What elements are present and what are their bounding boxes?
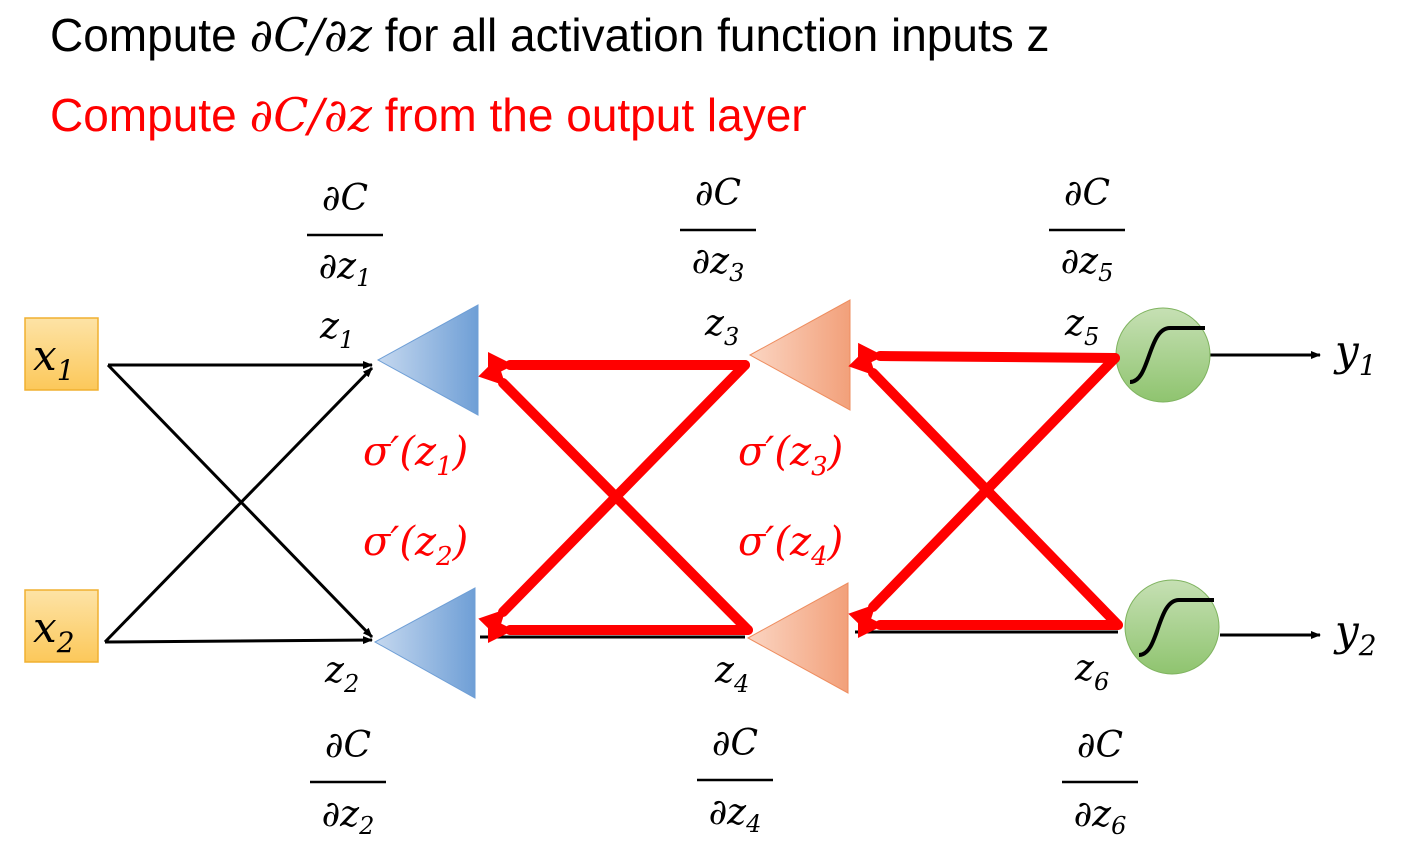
sigma-prime-z1: σ′(z1) bbox=[363, 429, 468, 482]
svg-text:∂C: ∂C bbox=[1064, 173, 1110, 214]
neuron-z2 bbox=[373, 587, 476, 699]
derivative-z3: ∂C ∂z3 bbox=[680, 173, 756, 287]
input-node-x1 bbox=[24, 317, 99, 391]
neuron-z1 bbox=[376, 304, 479, 416]
sigmoid-icon bbox=[1129, 326, 1205, 384]
svg-text:∂z1: ∂z1 bbox=[319, 246, 372, 292]
derivative-z2: ∂C ∂z2 bbox=[310, 725, 386, 840]
svg-text:∂z4: ∂z4 bbox=[709, 792, 762, 838]
z-label: z2 bbox=[324, 650, 359, 698]
svg-text:∂z2: ∂z2 bbox=[322, 794, 375, 840]
output-label-y1: y1 bbox=[1333, 326, 1377, 382]
svg-text:∂C: ∂C bbox=[325, 725, 371, 766]
title-line-2: Compute ∂C/∂z from the output layer bbox=[50, 88, 807, 142]
z-label: z3 bbox=[704, 303, 739, 351]
title-math: ∂C/∂z bbox=[249, 8, 372, 62]
input-label-x2: x2 bbox=[33, 603, 75, 659]
svg-text:∂z5: ∂z5 bbox=[1061, 241, 1114, 287]
derivative-z4: ∂C ∂z4 bbox=[697, 723, 773, 838]
title-text: from the output layer bbox=[371, 89, 807, 141]
edge bbox=[103, 366, 374, 644]
backprop-arrow bbox=[857, 342, 1120, 369]
z-label: z6 bbox=[1074, 648, 1109, 696]
title-math: ∂C/∂z bbox=[249, 88, 372, 142]
derivative-z5: ∂C ∂z5 bbox=[1049, 173, 1125, 287]
z-label: z5 bbox=[1064, 303, 1099, 351]
title-line-1: Compute ∂C/∂z for all activation functio… bbox=[50, 8, 1050, 62]
svg-text:∂C: ∂C bbox=[322, 178, 368, 219]
output-neuron-2 bbox=[1124, 579, 1220, 675]
output-label-y2: y2 bbox=[1333, 606, 1377, 662]
svg-text:∂z6: ∂z6 bbox=[1074, 794, 1127, 840]
edge bbox=[104, 636, 373, 645]
svg-text:∂C: ∂C bbox=[695, 173, 741, 214]
output-neuron-1 bbox=[1115, 307, 1211, 403]
sigma-prime-z4: σ′(z4) bbox=[738, 519, 843, 572]
svg-text:∂C: ∂C bbox=[712, 723, 758, 764]
title-text: for all activation function inputs z bbox=[371, 9, 1050, 61]
neuron-z3 bbox=[748, 299, 851, 411]
backprop-arrow bbox=[478, 360, 750, 637]
z-label: z1 bbox=[319, 306, 354, 354]
svg-text:∂z3: ∂z3 bbox=[692, 241, 745, 287]
edge bbox=[106, 363, 374, 639]
neuron-z4 bbox=[746, 582, 849, 694]
derivative-z6: ∂C ∂z6 bbox=[1062, 725, 1138, 840]
svg-text:∂C: ∂C bbox=[1077, 725, 1123, 766]
title-text: Compute bbox=[50, 89, 250, 141]
z-label: z4 bbox=[714, 650, 749, 698]
backprop-arrow bbox=[848, 348, 1123, 630]
backprop-arrow bbox=[848, 353, 1120, 632]
derivative-z1: ∂C ∂z1 bbox=[307, 178, 383, 292]
title-text: Compute bbox=[50, 9, 250, 61]
backprop-arrow bbox=[478, 358, 753, 635]
sigmoid-icon bbox=[1138, 598, 1214, 657]
input-node-x2 bbox=[24, 589, 99, 663]
sigma-prime-z3: σ′(z3) bbox=[738, 429, 843, 482]
sigma-prime-z2: σ′(z2) bbox=[363, 519, 468, 572]
input-label-x1: x1 bbox=[33, 331, 75, 387]
